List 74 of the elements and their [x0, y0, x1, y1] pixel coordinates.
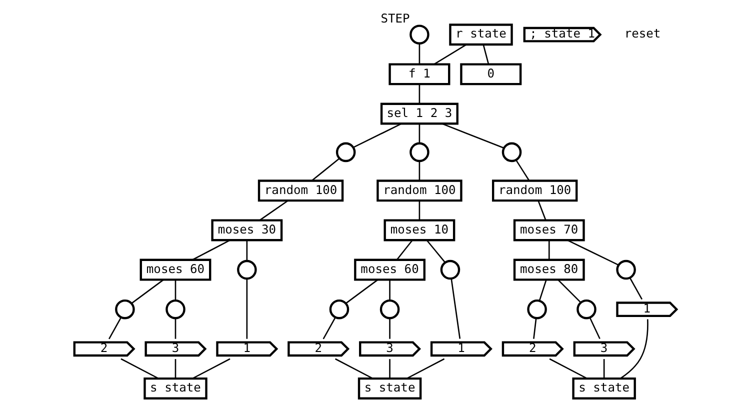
connector: [418, 44, 420, 64]
connector: [406, 358, 445, 379]
connector: [629, 277, 643, 300]
node-box: random 100: [492, 180, 578, 202]
label: reset: [624, 26, 661, 41]
node-circle: [329, 299, 350, 320]
node-box: r state: [449, 24, 513, 46]
connector: [396, 240, 413, 260]
connector: [389, 359, 390, 378]
connector: [174, 359, 176, 378]
connector: [174, 280, 176, 300]
connector: [442, 123, 504, 149]
connector: [260, 200, 288, 221]
node-circle: [115, 299, 135, 320]
connector: [192, 240, 230, 260]
node-circle: [237, 260, 257, 280]
connector: [549, 358, 588, 379]
node-box: moses 60: [140, 258, 212, 281]
node-box: moses 70: [513, 219, 585, 242]
node-box: s state: [144, 377, 208, 400]
connector: [418, 84, 420, 104]
connector: [312, 158, 340, 182]
connector: [620, 319, 648, 380]
node-box: moses 10: [384, 219, 456, 242]
node-box: s state: [572, 377, 636, 400]
node-circle: [410, 24, 430, 44]
node-box: moses 60: [354, 258, 426, 281]
node-box: random 100: [376, 180, 462, 202]
connector: [538, 200, 546, 220]
node-box: random 100: [258, 180, 344, 202]
node-circle: [410, 142, 430, 162]
connector: [131, 279, 164, 304]
node-circle: [527, 299, 547, 320]
connector: [389, 318, 390, 339]
connector: [603, 359, 605, 378]
connector: [450, 278, 461, 339]
node-circle: [166, 299, 186, 320]
node-circle: [380, 299, 400, 320]
connector: [548, 240, 550, 260]
connector: [174, 318, 176, 339]
connector: [120, 358, 158, 379]
connector: [322, 316, 336, 340]
connector: [192, 358, 230, 379]
node-circle: [440, 260, 460, 280]
connector: [334, 358, 373, 379]
node-circle: [616, 260, 636, 280]
node-box: f 1: [388, 63, 450, 86]
connector: [589, 317, 600, 340]
connector: [515, 160, 530, 181]
node-box: sel 1 2 3: [380, 102, 458, 125]
connector: [418, 161, 420, 181]
connector: [533, 318, 537, 339]
connector: [246, 278, 248, 339]
node-box: moses 30: [211, 219, 283, 242]
connector: [418, 124, 420, 144]
node-circle: [336, 142, 356, 162]
node-box: 0: [460, 63, 522, 86]
connector: [346, 279, 378, 304]
node-box: moses 80: [513, 258, 585, 281]
node-label: STEP: [380, 11, 410, 26]
node-circle: [576, 299, 596, 320]
connector: [538, 280, 547, 301]
connector: [434, 44, 467, 65]
node-box: s state: [358, 377, 422, 400]
connector: [426, 240, 446, 263]
connector: [246, 240, 248, 261]
connector: [353, 123, 402, 148]
connector: [482, 44, 490, 64]
connector: [418, 200, 420, 220]
connector: [389, 280, 390, 300]
node-circle: [502, 142, 522, 162]
connector: [558, 279, 581, 303]
connector: [108, 316, 122, 340]
connector: [567, 240, 619, 266]
